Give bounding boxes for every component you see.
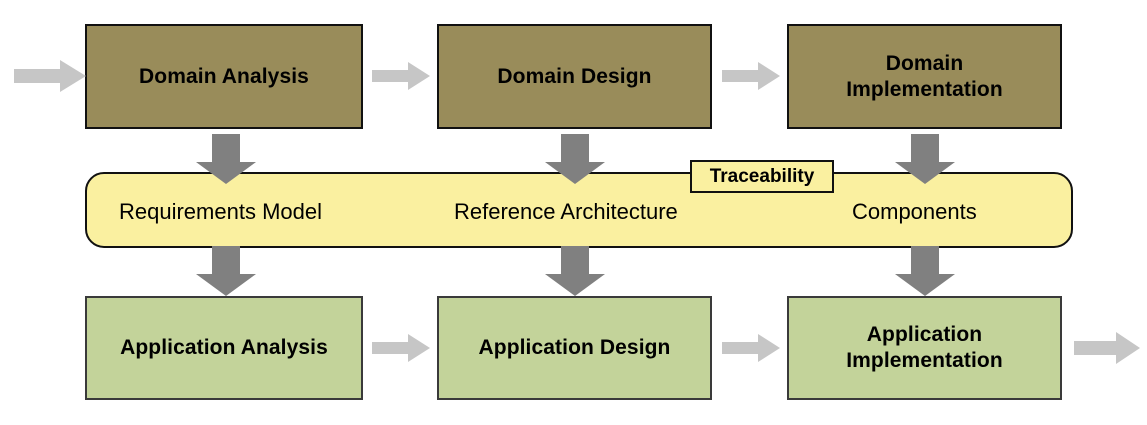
application-implementation-label-line1: Application — [866, 323, 983, 347]
application-design-box[interactable]: Application Design — [437, 296, 712, 400]
domain-analysis-box[interactable]: Domain Analysis — [85, 24, 363, 129]
application-design-to-implementation-arrow-right-icon — [722, 334, 780, 362]
requirements-model-label: Requirements Model — [119, 199, 322, 224]
application-analysis-box[interactable]: Application Analysis — [85, 296, 363, 400]
domain-design-to-reference-architecture-arrow-down-icon — [545, 134, 605, 184]
requirements-model-to-application-analysis-arrow-down-icon — [196, 246, 256, 296]
domain-implementation-label-line1: Domain — [885, 51, 964, 75]
domain-analysis-label: Domain Analysis — [139, 64, 309, 88]
domain-design-box[interactable]: Domain Design — [437, 24, 712, 129]
components-label: Components — [852, 199, 977, 224]
domain-analysis-to-design-arrow-right-icon — [372, 62, 430, 90]
exit-arrow-right-icon — [1074, 332, 1140, 364]
domain-analysis-to-requirements-model-arrow-down-icon — [196, 134, 256, 184]
traceability-tag[interactable]: Traceability — [690, 160, 834, 193]
application-implementation-box[interactable]: Application Implementation — [787, 296, 1062, 400]
application-implementation-label-line2: Implementation — [846, 349, 1003, 372]
components-to-application-implementation-arrow-down-icon — [895, 246, 955, 296]
domain-implementation-box[interactable]: Domain Implementation — [787, 24, 1062, 129]
domain-design-label: Domain Design — [497, 64, 652, 88]
entry-arrow-right-icon — [14, 60, 86, 92]
application-analysis-to-design-arrow-right-icon — [372, 334, 430, 362]
domain-implementation-label-line2: Implementation — [846, 77, 1003, 101]
application-design-label: Application Design — [478, 336, 671, 360]
traceability-label: Traceability — [709, 165, 815, 187]
domain-design-to-implementation-arrow-right-icon — [722, 62, 780, 90]
reference-architecture-label: Reference Architecture — [454, 199, 678, 224]
artifact-band: Requirements Model Reference Architectur… — [85, 172, 1073, 248]
reference-architecture-to-application-design-arrow-down-icon — [545, 246, 605, 296]
domain-implementation-to-components-arrow-down-icon — [895, 134, 955, 184]
application-analysis-label: Application Analysis — [120, 336, 328, 360]
